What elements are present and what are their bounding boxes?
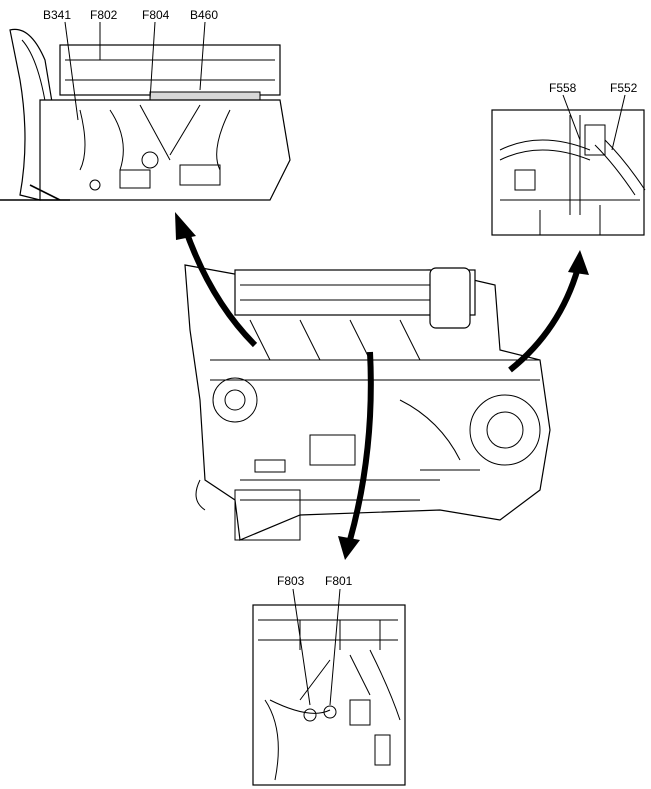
inset-top-right <box>491 109 646 236</box>
label-f803: F803 <box>277 574 305 588</box>
label-leaders-bottom <box>292 588 341 706</box>
label-f802: F802 <box>90 8 118 22</box>
arrow-to-bottom <box>338 351 374 560</box>
inset-bottom <box>252 604 406 786</box>
label-b460: B460 <box>190 8 218 22</box>
label-f558: F558 <box>549 81 577 95</box>
label-leaders-top-right <box>562 94 626 151</box>
engine-main <box>184 264 551 541</box>
label-f804: F804 <box>142 8 170 22</box>
arrow-to-top-right <box>508 250 589 373</box>
inset-top-left <box>0 28 291 201</box>
label-f552: F552 <box>610 81 638 95</box>
label-f801: F801 <box>325 574 353 588</box>
label-leaders-top-left <box>64 21 206 121</box>
arrow-to-top-left <box>175 212 258 348</box>
label-b341: B341 <box>43 8 71 22</box>
